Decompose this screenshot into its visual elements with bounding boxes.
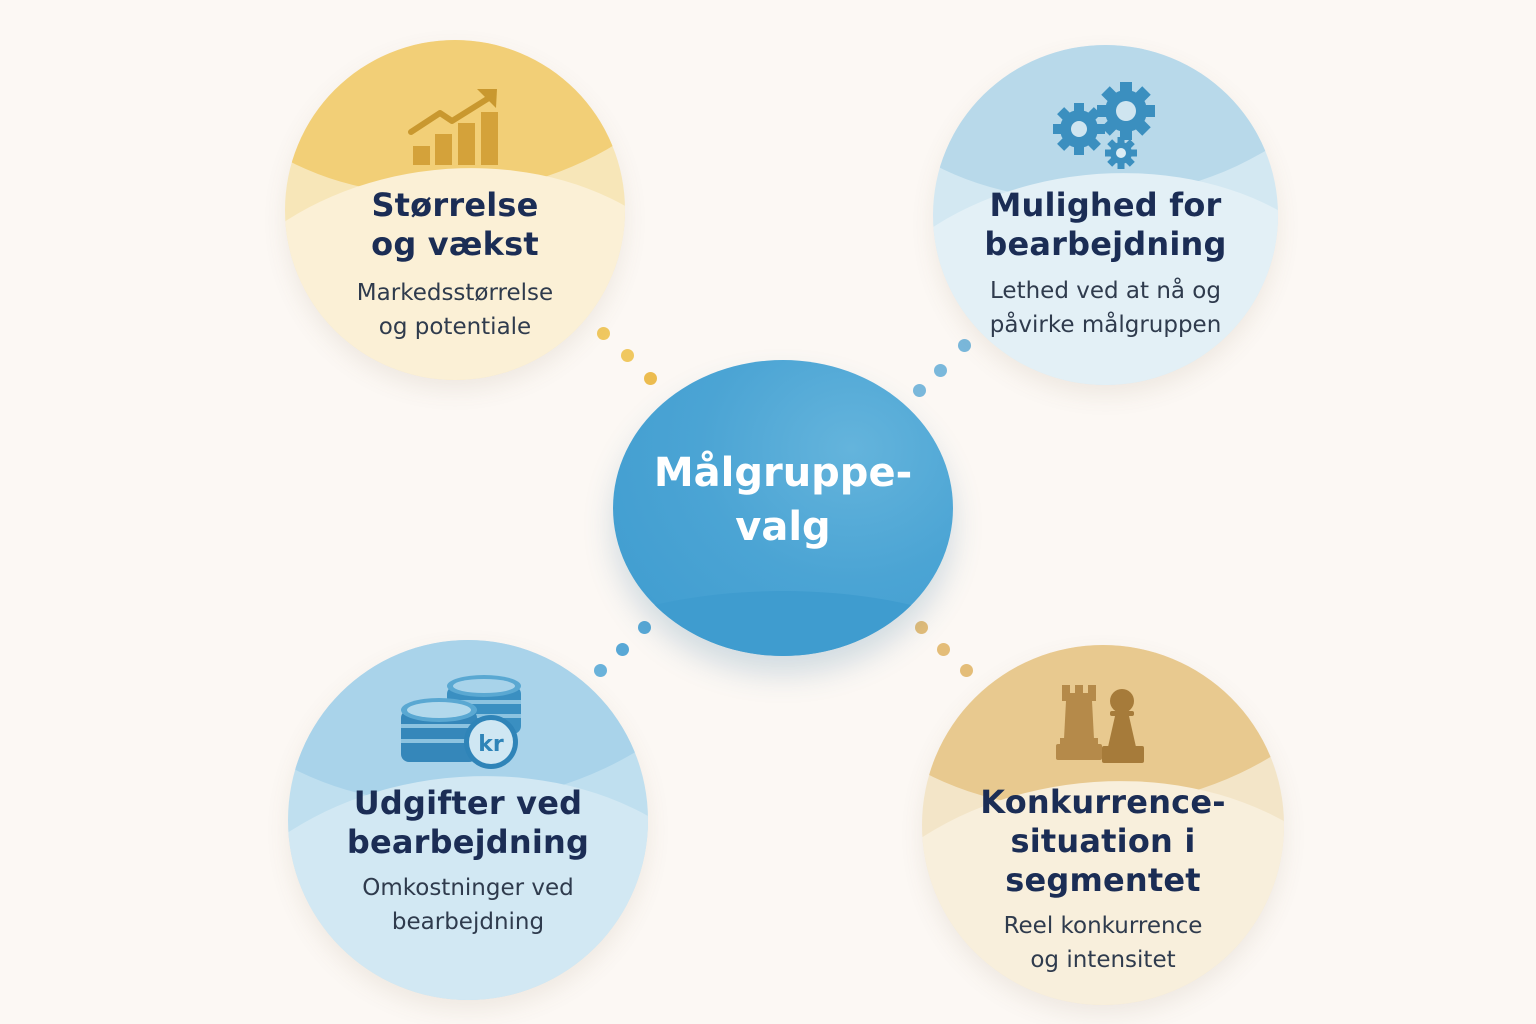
- node-subtitle: Markedsstørrelse og potentiale: [356, 280, 554, 340]
- connector-dot: [913, 384, 926, 397]
- node-title: Størrelse og vækst: [371, 186, 539, 263]
- node-competitive-situation: Konkurrence- situation i segmentet Reel …: [922, 645, 1284, 1005]
- coins-kr-icon: kr: [397, 672, 527, 778]
- gears-icon: [1051, 81, 1163, 175]
- connector-dot: [644, 372, 657, 385]
- node-reach-opportunity: Mulighed for bearbejdning Lethed ved at …: [933, 45, 1278, 385]
- svg-text:kr: kr: [478, 732, 504, 757]
- node-subtitle: Lethed ved at nå og påvirke målgruppen: [989, 278, 1222, 338]
- node-title: Mulighed for bearbejdning: [984, 186, 1227, 263]
- node-subtitle: Omkostninger ved bearbejdning: [362, 875, 574, 935]
- node-title: Konkurrence- situation i segmentet: [980, 783, 1226, 899]
- center-title: Målgruppe- valg: [653, 450, 913, 550]
- center-node-target-group-selection: Målgruppe- valg: [613, 360, 953, 656]
- node-size-growth: Størrelse og vækst Markedsstørrelse og p…: [285, 40, 625, 380]
- node-title: Udgifter ved bearbejdning: [346, 784, 590, 861]
- node-subtitle: Reel konkurrence og intensitet: [1003, 913, 1203, 973]
- node-cost-of-processing: kr Udgifter ved bearbejdning Omkostninge…: [288, 640, 648, 1000]
- bar-chart-growth-icon: [407, 86, 503, 174]
- chess-pieces-icon: [1052, 681, 1150, 769]
